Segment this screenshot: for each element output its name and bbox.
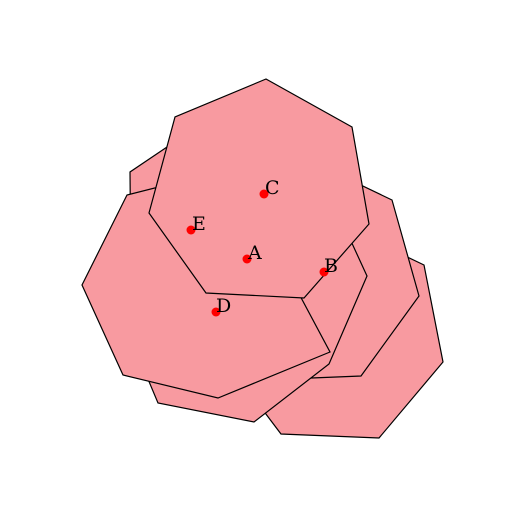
point-c <box>259 189 269 199</box>
point-b-label: B <box>324 255 338 277</box>
point-d-label: D <box>216 295 231 317</box>
point-e <box>186 225 196 235</box>
point-c-label: C <box>265 177 280 199</box>
point-b <box>319 267 329 277</box>
point-a-label: A <box>247 242 262 264</box>
point-a <box>242 254 252 264</box>
point-e-label: E <box>192 213 206 235</box>
point-d <box>211 307 221 317</box>
point-group: A B C D E <box>186 177 338 317</box>
heptagon-group <box>81 78 444 439</box>
heptagon-top <box>148 78 370 299</box>
